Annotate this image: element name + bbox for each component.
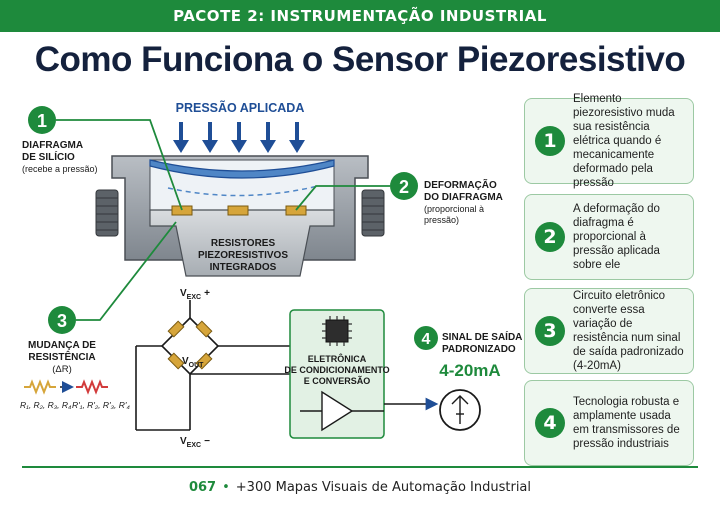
page-title: Como Funciona o Sensor Piezoresistivo xyxy=(34,40,686,79)
footer: 067 • +300 Mapas Visuais de Automação Indu… xyxy=(0,480,720,495)
step-4-badge xyxy=(414,326,438,350)
footer-divider xyxy=(22,466,698,468)
bullet-icon: • xyxy=(222,480,230,495)
pressure-arrow xyxy=(289,122,305,153)
resistors-label-3: INTEGRADOS xyxy=(210,262,277,273)
pressure-arrow xyxy=(231,122,247,153)
step-4-number: 4 xyxy=(422,331,431,348)
pressure-arrow xyxy=(260,122,276,153)
step-1-sub: (recebe a pressão) xyxy=(22,164,98,174)
step-3-badge xyxy=(48,306,76,334)
page-number: 067 xyxy=(188,480,217,495)
electronics-label-2: DE CONDICIONAMENTO xyxy=(284,365,389,375)
card-4-number: 4 xyxy=(535,408,565,438)
chip-resistor xyxy=(285,205,307,216)
step-2-title-1: DEFORMAÇÃO xyxy=(424,178,497,191)
step-2-sub-2: pressão) xyxy=(424,215,459,225)
callout-3-line xyxy=(76,221,177,321)
step-3-title-2: RESISTÊNCIA xyxy=(28,350,95,363)
step-2-badge xyxy=(390,172,418,200)
resistors-label-1: RESISTORES xyxy=(211,238,276,249)
chip-resistor xyxy=(227,205,249,216)
card-2-number: 2 xyxy=(535,222,565,252)
chip-resistor xyxy=(171,205,193,216)
vout-label: VOUT xyxy=(182,356,204,369)
step-1-number: 1 xyxy=(37,111,47,131)
sensor-diagram: PRESSÃO APLICADA RESISTORES P xyxy=(20,100,522,449)
resistors-before-label: R₁, R₂, R₃, R₄ xyxy=(20,400,72,410)
header-banner: PACOTE 2: INSTRUMENTAÇÃO INDUSTRIAL xyxy=(0,0,720,32)
wheatstone-bridge xyxy=(135,300,290,431)
electronics-box: ELETRÔNICA DE CONDICIONAMENTO E CONVERSÃ… xyxy=(284,309,390,439)
bridge-resistor xyxy=(167,352,185,370)
step-4-title-1: SINAL DE SAÍDA xyxy=(442,330,522,343)
vexc-plus-label: VEXC+ xyxy=(180,288,210,301)
step-2-sub-1: (proporcional à xyxy=(424,204,484,214)
silicon-chip: RESISTORES PIEZORESISTIVOS INTEGRADOS xyxy=(149,205,335,277)
step-1-badge xyxy=(28,106,56,134)
step-3-number: 3 xyxy=(57,311,67,331)
bridge-resistor xyxy=(195,352,213,370)
electronics-label-3: E CONVERSÃO xyxy=(304,376,371,386)
pressure-arrow xyxy=(202,122,218,153)
step-2-number: 2 xyxy=(399,177,409,197)
resistor-before-icon xyxy=(24,379,56,395)
footer-text: +300 Mapas Visuais de Automação Industri… xyxy=(235,480,532,495)
explanation-card-4: 4 Tecnologia robusta e amplamente usada … xyxy=(524,380,694,466)
current-source-icon xyxy=(439,389,481,431)
resistor-after-icon xyxy=(76,379,108,395)
callout-1-line xyxy=(56,119,183,211)
card-1-text: Elemento piezoresistivo muda sua resistê… xyxy=(573,93,675,189)
card-3-text: Circuito eletrônico converte essa variaç… xyxy=(573,290,684,372)
resistors-label-2: PIEZORESISTIVOS xyxy=(198,250,288,261)
output-value: 4-20mA xyxy=(439,361,500,380)
card-1-number: 1 xyxy=(535,126,565,156)
card-4-text: Tecnologia robusta e amplamente usada em… xyxy=(573,396,680,450)
electronics-label-1: ELETRÔNICA xyxy=(308,353,367,364)
pressure-label: PRESSÃO APLICADA xyxy=(176,100,305,115)
explanation-card-3: 3 Circuito eletrônico converte essa vari… xyxy=(524,288,694,374)
explanation-card-2: 2 A deformação do diafragma é proporcion… xyxy=(524,194,694,280)
vexc-minus-label: VEXC− xyxy=(180,436,210,449)
pressure-arrow xyxy=(173,122,189,153)
callout-2-line xyxy=(295,185,390,211)
step-3-sub: (ΔR) xyxy=(52,364,72,375)
pressure-arrows xyxy=(173,122,305,153)
bridge-resistor xyxy=(167,320,185,338)
resistors-after-label: R'₁, R'₂, R'₃, R'₄ xyxy=(72,400,131,410)
step-3-title-1: MUDANÇA DE xyxy=(28,340,96,351)
chip-icon xyxy=(325,319,349,343)
card-3-number: 3 xyxy=(535,316,565,346)
card-2-text: A deformação do diafragma é proporcional… xyxy=(573,203,660,271)
silicon-diaphragm xyxy=(149,159,335,179)
deformation-line xyxy=(167,185,319,197)
step-1-title-2: DE SILÍCIO xyxy=(22,150,75,163)
step-4-title-2: PADRONIZADO xyxy=(442,344,516,355)
explanation-card-1: 1 Elemento piezoresistivo muda sua resis… xyxy=(524,93,694,189)
step-2-title-2: DO DIAFRAGMA xyxy=(424,192,503,203)
step-1-title-1: DIAFRAGMA xyxy=(22,140,83,151)
bridge-resistor xyxy=(195,320,213,338)
